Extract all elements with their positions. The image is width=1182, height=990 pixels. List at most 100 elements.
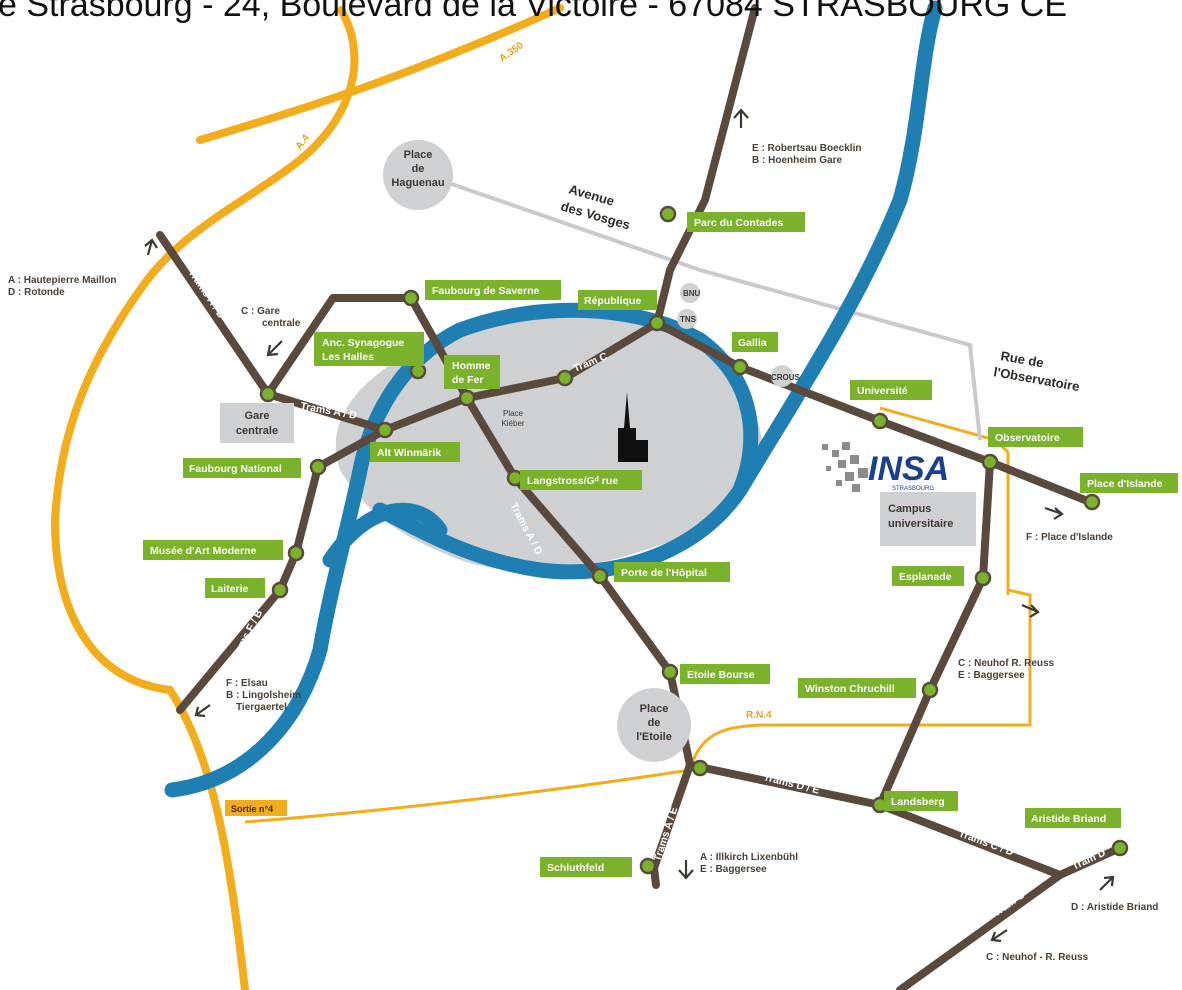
svg-text:Porte de l'Hôpital: Porte de l'Hôpital bbox=[621, 567, 707, 579]
svg-text:Winston Chruchill: Winston Chruchill bbox=[805, 683, 895, 695]
station-etoile-bourse[interactable]: Etoile Bourse bbox=[680, 664, 770, 684]
arrow-west-icon bbox=[144, 238, 158, 256]
station-esplanade[interactable]: Esplanade bbox=[892, 566, 964, 586]
destination-islande: F : Place d'Islande bbox=[1026, 532, 1113, 543]
svg-text:E : Baggersee: E : Baggersee bbox=[700, 864, 767, 875]
place-etoile: Place de l'Etoile bbox=[617, 688, 691, 762]
svg-text:E : Baggersee: E : Baggersee bbox=[958, 670, 1025, 681]
svg-text:Landsberg: Landsberg bbox=[891, 796, 945, 808]
svg-text:E : Robertsau Boecklin: E : Robertsau Boecklin bbox=[752, 143, 861, 154]
svg-text:Université: Université bbox=[857, 385, 908, 397]
svg-text:B : Lingolsheim: B : Lingolsheim bbox=[226, 690, 301, 701]
svg-text:Anc. Synagogue: Anc. Synagogue bbox=[322, 337, 404, 349]
insa-logo-pixels bbox=[822, 442, 868, 492]
avenue-des-vosges bbox=[439, 178, 982, 441]
svg-text:Kléber: Kléber bbox=[501, 419, 524, 428]
destination-aristide: D : Aristide Briand bbox=[1071, 902, 1158, 913]
svg-text:Sortie n°4: Sortie n°4 bbox=[231, 804, 273, 814]
svg-text:l'Etoile: l'Etoile bbox=[636, 731, 672, 743]
station-musee-art-moderne[interactable]: Musée d'Art Moderne bbox=[143, 540, 283, 560]
station-universite[interactable]: Université bbox=[850, 380, 932, 400]
svg-text:D : Rotonde: D : Rotonde bbox=[8, 287, 65, 298]
campus-universitaire: Campus universitaire bbox=[880, 492, 976, 546]
landmark-crous: CROUS bbox=[771, 365, 801, 387]
svg-text:Observatoire: Observatoire bbox=[995, 432, 1060, 444]
station-aristide-briand[interactable]: Aristide Briand bbox=[1025, 808, 1121, 828]
line-label-trams-a-e: Trams A / E bbox=[651, 806, 680, 863]
svg-text:A : Illkirch Lixenbühl: A : Illkirch Lixenbühl bbox=[700, 852, 798, 863]
line-label-tram-d: Tram D bbox=[1070, 847, 1108, 873]
station-porte-hopital[interactable]: Porte de l'Hôpital bbox=[614, 562, 730, 582]
station-alt-winmarik[interactable]: Alt Winmärik bbox=[370, 442, 460, 462]
line-label-tram-c-top: Tram C bbox=[342, 309, 378, 321]
arrow-north-icon bbox=[733, 108, 749, 128]
line-label-trams-d-e: Trams D / E bbox=[762, 771, 820, 796]
station-schluthfeld[interactable]: Schluthfeld bbox=[540, 857, 632, 877]
station-anc-synagogue[interactable]: Anc. Synagogue Les Halles bbox=[314, 332, 424, 366]
arrow-islande-icon bbox=[1044, 506, 1064, 520]
station-winston-churchill[interactable]: Winston Chruchill bbox=[798, 678, 916, 698]
arrow-gare-icon bbox=[266, 340, 283, 357]
svg-text:A : Hautepierre Maillon: A : Hautepierre Maillon bbox=[8, 275, 117, 286]
address-text: e Strasbourg - 24, Boulevard de la Victo… bbox=[0, 0, 1067, 24]
grande-ile bbox=[335, 313, 762, 571]
svg-text:Place: Place bbox=[640, 703, 669, 715]
svg-text:Parc du Contades: Parc du Contades bbox=[694, 217, 783, 229]
svg-text:centrale: centrale bbox=[262, 318, 301, 329]
station-faubourg-saverne[interactable]: Faubourg de Saverne bbox=[425, 280, 561, 300]
station-langstross[interactable]: Langstross/Gᵈ rue bbox=[520, 470, 642, 490]
place-kleber: Place Kléber bbox=[501, 409, 524, 428]
station-parc-contades[interactable]: Parc du Contades bbox=[687, 212, 805, 232]
destination-north: E : Robertsau Boecklin B : Hoenheim Gare bbox=[752, 143, 861, 166]
landmark-bnu: BNU bbox=[680, 283, 701, 303]
line-label-trams-f-b: Trams F / B bbox=[228, 607, 265, 663]
road-a350: A.350 bbox=[497, 40, 526, 65]
svg-text:CROUS: CROUS bbox=[771, 373, 801, 382]
destination-west: A : Hautepierre Maillon D : Rotonde bbox=[8, 275, 117, 298]
cathedral-icon bbox=[618, 392, 648, 462]
line-label-trams-c-d: Trams C / D bbox=[957, 828, 1016, 859]
svg-text:BNU: BNU bbox=[683, 289, 701, 298]
svg-text:STRASBOURG: STRASBOURG bbox=[892, 486, 934, 492]
svg-text:Faubourg de Saverne: Faubourg de Saverne bbox=[432, 285, 540, 297]
svg-text:Haguenau: Haguenau bbox=[391, 177, 444, 189]
station-republique[interactable]: République bbox=[578, 290, 657, 310]
place-gare-centrale: Gare centrale bbox=[220, 403, 294, 443]
station-place-islande[interactable]: Place d'Islande bbox=[1080, 473, 1178, 493]
station-labels: Parc du Contades République Faubourg de … bbox=[143, 212, 1178, 877]
river-ill bbox=[164, 0, 943, 798]
line-label-trams-a-d-gare: Trams A / D bbox=[299, 400, 358, 422]
svg-text:F : Elsau: F : Elsau bbox=[226, 678, 268, 689]
landmark-tns: TNS bbox=[677, 309, 697, 329]
svg-text:Musée d'Art Moderne: Musée d'Art Moderne bbox=[150, 545, 257, 557]
svg-text:Aristide Briand: Aristide Briand bbox=[1031, 813, 1106, 825]
station-homme-de-fer[interactable]: Homme de Fer bbox=[444, 355, 500, 389]
svg-text:Laiterie: Laiterie bbox=[211, 583, 249, 595]
station-gallia[interactable]: Gallia bbox=[732, 332, 778, 352]
svg-text:Langstross/Gᵈ rue: Langstross/Gᵈ rue bbox=[527, 475, 618, 487]
insa-logo: INSA STRASBOURG bbox=[822, 442, 949, 492]
station-dots bbox=[259, 205, 1129, 875]
svg-text:République: République bbox=[584, 295, 641, 307]
svg-text:centrale: centrale bbox=[236, 425, 278, 437]
svg-text:Les Halles: Les Halles bbox=[322, 351, 374, 363]
svg-text:de Fer: de Fer bbox=[452, 374, 484, 386]
direction-arrows bbox=[144, 108, 1115, 943]
destination-neuhof-se: C : Neuhof - R. Reuss bbox=[986, 952, 1089, 963]
svg-text:Schluthfeld: Schluthfeld bbox=[547, 862, 604, 874]
svg-text:universitaire: universitaire bbox=[888, 518, 953, 530]
svg-text:Place: Place bbox=[503, 409, 524, 418]
arrow-aristide-icon bbox=[1099, 875, 1115, 891]
street-rue-observatoire: Rue de l'Observatoire bbox=[992, 348, 1080, 394]
line-label-trams-e-b: Trams E / B bbox=[677, 137, 706, 195]
svg-text:Homme: Homme bbox=[452, 360, 491, 372]
station-faubourg-national[interactable]: Faubourg National bbox=[183, 458, 301, 478]
station-laiterie[interactable]: Laiterie bbox=[205, 578, 265, 598]
arrow-neuhof-icon bbox=[1021, 603, 1040, 618]
station-observatoire[interactable]: Observatoire bbox=[988, 427, 1083, 447]
svg-text:de: de bbox=[412, 163, 425, 175]
station-landsberg[interactable]: Landsberg bbox=[884, 791, 958, 811]
svg-text:Campus: Campus bbox=[888, 503, 931, 515]
svg-text:B : Hoenheim Gare: B : Hoenheim Gare bbox=[752, 155, 842, 166]
